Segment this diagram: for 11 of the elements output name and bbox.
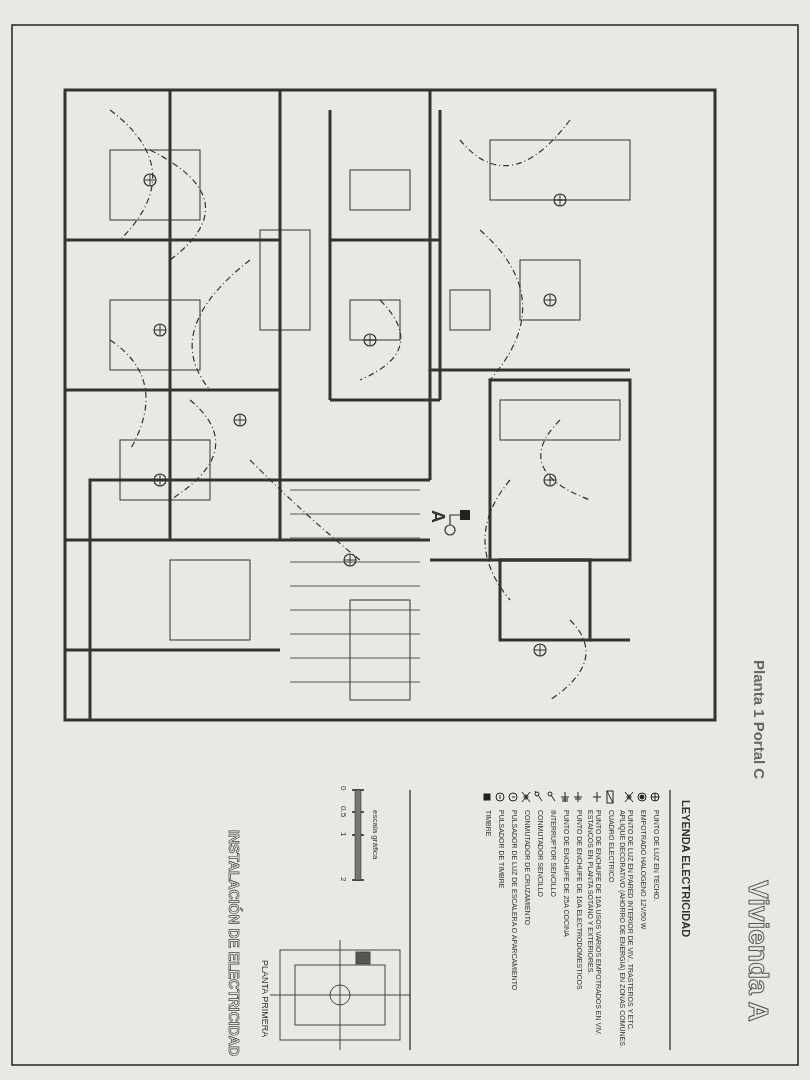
plan-subtitle: Planta 1 Portal C xyxy=(751,660,768,780)
plan-title: Vivienda A xyxy=(742,880,774,1022)
scale-tick-label: 0.5 xyxy=(339,806,348,818)
scale-tick-label: 0 xyxy=(339,786,348,791)
unit-label: A xyxy=(427,510,448,523)
legend-heading: LEYENDA ELECTRICIDAD xyxy=(680,800,692,938)
scale-caption: escala gráfica xyxy=(371,810,380,860)
scale-tick-label: 2 xyxy=(339,877,348,882)
drawing-title: INSTALACIÓN DE ELECTRICIDAD xyxy=(226,830,242,1057)
scale-tick-label: 1 xyxy=(339,832,348,837)
key-plan-caption: PLANTA PRIMERA xyxy=(260,960,270,1038)
